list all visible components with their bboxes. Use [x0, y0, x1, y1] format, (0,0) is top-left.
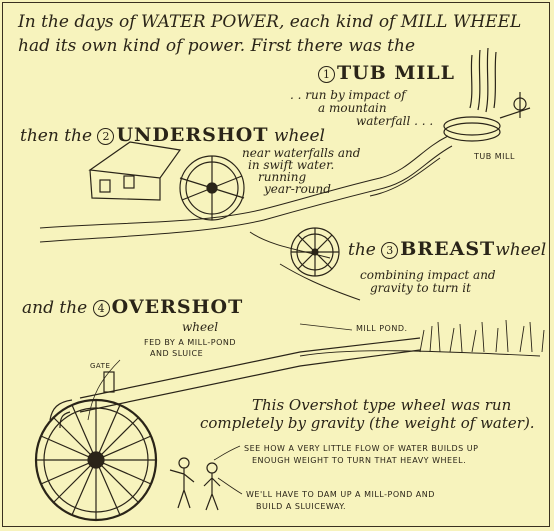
- summary-line-2: completely by gravity (the weight of wat…: [200, 414, 535, 432]
- tub-mill-number: 1: [318, 65, 335, 83]
- tub-mill-label: TUB MILL: [474, 152, 515, 161]
- overshot-wheel: [34, 398, 158, 522]
- mill-pond-label: MILL POND.: [356, 324, 408, 333]
- sluice-trough: [49, 337, 421, 429]
- undershot-desc-1: near waterfalls and: [242, 146, 361, 160]
- speech-1-line-2: ENOUGH WEIGHT TO TURN THAT HEAVY WHEEL.: [252, 456, 467, 465]
- summary-line-1: This Overshot type wheel was run: [252, 396, 512, 414]
- undershot-mill-house: [88, 141, 182, 201]
- speech-1-line-1: SEE HOW A VERY LITTLE FLOW OF WATER BUIL…: [244, 444, 479, 453]
- undershot-prefix: then the: [20, 126, 93, 146]
- stream: [39, 135, 453, 301]
- overshot-number: 4: [92, 300, 110, 317]
- undershot-desc-4: year-round: [264, 182, 331, 196]
- waterfall-drawing: [469, 47, 497, 113]
- breast-suffix: wheel: [495, 240, 547, 260]
- overshot-name: OVERSHOT: [111, 296, 244, 318]
- breast-prefix: the: [348, 240, 376, 260]
- leader-lines: [87, 323, 353, 495]
- mill-pond-grass: [299, 319, 545, 357]
- undershot-name: UNDERSHOT: [116, 124, 269, 146]
- breast-desc-1: combining impact and: [360, 268, 496, 282]
- breast-wheel: [290, 227, 340, 277]
- tub-mill-desc-2: a mountain: [318, 101, 387, 115]
- breast-number: 3: [381, 242, 399, 259]
- undershot-desc-2: in swift water.: [248, 158, 335, 172]
- tub-mill-name: TUB MILL: [337, 62, 456, 84]
- border-frame: [2, 2, 550, 527]
- tub-mill-wheel: [443, 92, 531, 142]
- tub-mill-desc-1: . . run by impact of: [290, 88, 406, 102]
- breast-desc-2: gravity to turn it: [370, 281, 471, 295]
- undershot-wheel: [179, 155, 245, 221]
- undershot-suffix: wheel: [273, 126, 325, 146]
- intro-line-2: had its own kind of power. First there w…: [18, 36, 416, 56]
- overshot-fed-1: FED BY A MILL-POND: [144, 338, 237, 347]
- overshot-prefix: and the: [22, 298, 88, 318]
- speech-2-line-2: BUILD A SLUICEWAY.: [256, 502, 347, 511]
- overshot-fed-2: AND SLUICE: [150, 349, 204, 358]
- undershot-number: 2: [97, 128, 115, 145]
- undershot-desc-3: running: [258, 170, 307, 184]
- tub-mill-desc-3: waterfall . . .: [356, 114, 434, 128]
- people-figures: [169, 457, 221, 511]
- overshot-suffix: wheel: [182, 320, 219, 334]
- gate-label: GATE: [90, 362, 111, 370]
- intro-line-1: In the days of WATER POWER, each kind of…: [18, 12, 522, 32]
- speech-2-line-1: WE'LL HAVE TO DAM UP A MILL-POND AND: [246, 490, 435, 499]
- breast-name: BREAST: [400, 238, 496, 260]
